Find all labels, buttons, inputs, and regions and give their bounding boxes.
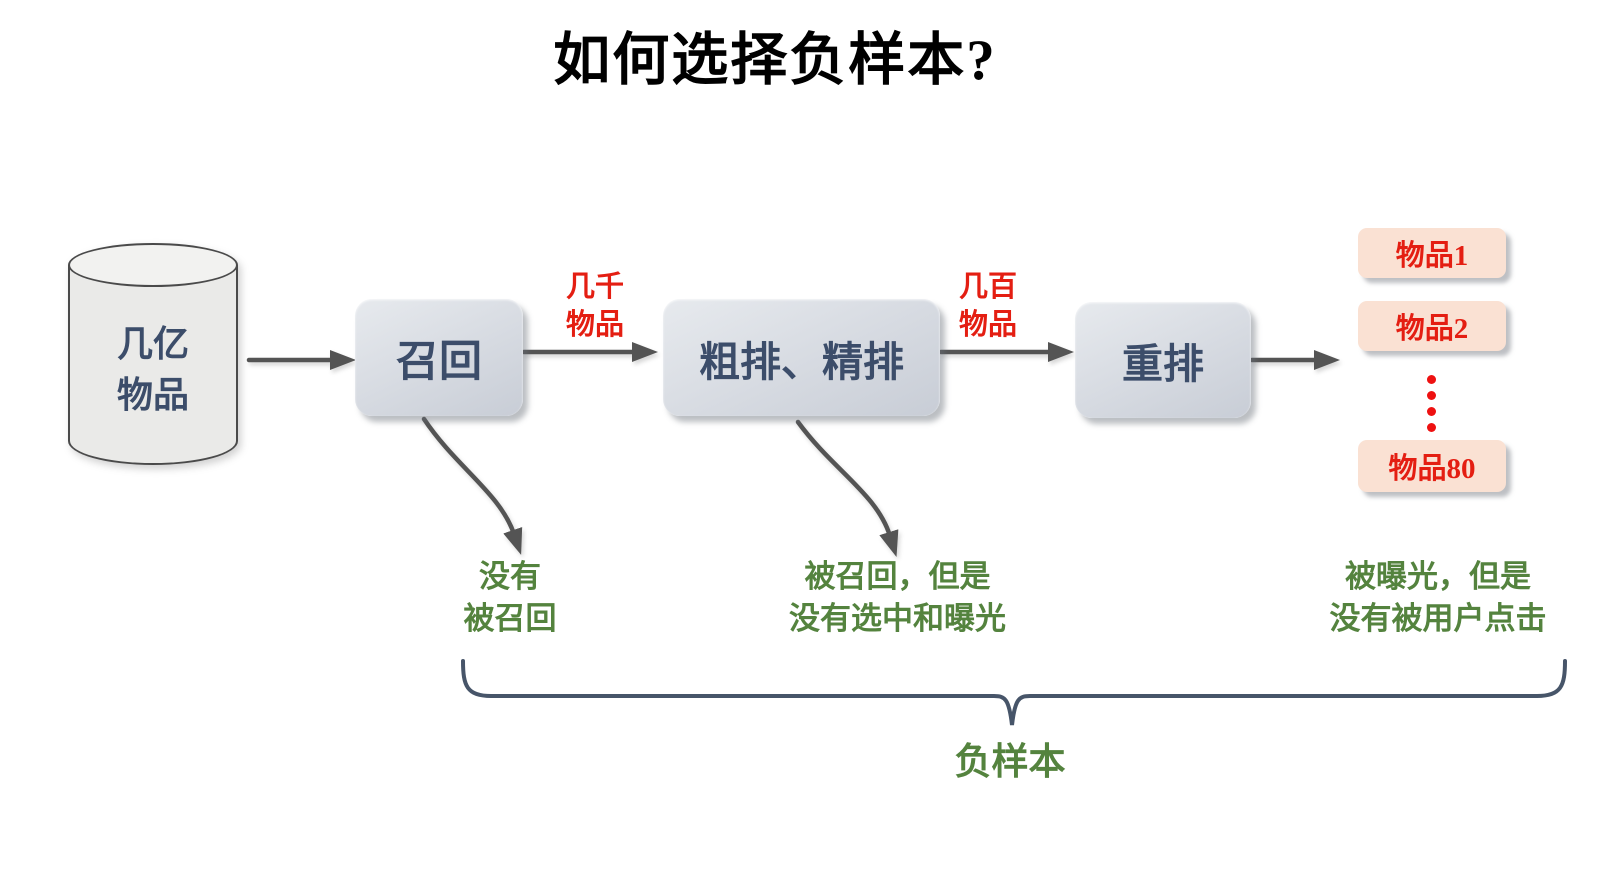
note-recalled-not-shown: 被召回，但是 没有选中和曝光 <box>735 556 1060 640</box>
result-item-80: 物品80 <box>1358 440 1506 492</box>
edge-label-thousands: 几千 物品 <box>539 268 651 344</box>
curved-arrow-not-selected <box>795 419 899 558</box>
edge-label-hundreds: 几百 物品 <box>932 268 1044 344</box>
stage-box-recall: 召回 <box>355 299 523 416</box>
items-database-label-line2: 物品 <box>116 375 189 415</box>
stage-recall-label: 召回 <box>396 338 482 386</box>
edge-label-thousands-line2: 物品 <box>565 309 624 341</box>
stage-box-rerank: 重排 <box>1075 302 1251 418</box>
stage-box-ranking: 粗排、精排 <box>663 299 940 416</box>
brace-label: 负样本 <box>954 742 1066 783</box>
edge-label-hundreds-line2: 物品 <box>958 309 1017 341</box>
result-item-1: 物品1 <box>1358 228 1506 278</box>
stage-rerank-label: 重排 <box>1122 341 1204 387</box>
result-item-1-label: 物品1 <box>1395 240 1469 272</box>
note-recalled-not-shown-line2: 没有选中和曝光 <box>789 601 1006 636</box>
ellipsis-dot <box>1426 423 1436 432</box>
stage-ranking-label: 粗排、精排 <box>699 338 904 385</box>
note-not-recalled: 没有 被召回 <box>430 556 590 640</box>
edge-label-hundreds-line1: 几百 <box>958 271 1017 303</box>
page-title: 如何选择负样本? <box>553 29 997 92</box>
note-not-recalled-line2: 被召回 <box>463 601 557 636</box>
vertical-ellipsis <box>1425 375 1437 432</box>
note-shown-not-clicked-line1: 被曝光，但是 <box>1345 559 1531 594</box>
items-database-label-line1: 几亿 <box>116 324 189 364</box>
negative-samples-brace <box>461 659 1567 726</box>
note-shown-not-clicked-line2: 没有被用户点击 <box>1329 601 1547 636</box>
ellipsis-dot <box>1426 375 1436 384</box>
ellipsis-dot <box>1426 391 1436 400</box>
note-not-recalled-line1: 没有 <box>479 559 541 594</box>
note-shown-not-clicked: 被曝光，但是 没有被用户点击 <box>1277 556 1597 640</box>
ellipsis-dot <box>1426 407 1436 416</box>
cylinder-body <box>68 265 238 465</box>
items-database-label: 几亿 物品 <box>68 319 238 421</box>
cylinder-top-ellipse <box>68 243 238 287</box>
curved-arrow-not-recalled <box>421 416 523 555</box>
edge-label-thousands-line1: 几千 <box>565 271 624 303</box>
result-item-2-label: 物品2 <box>1395 313 1469 345</box>
result-item-2: 物品2 <box>1358 301 1506 351</box>
result-item-80-label: 物品80 <box>1388 453 1476 485</box>
note-recalled-not-shown-line1: 被召回，但是 <box>804 559 991 594</box>
items-database-cylinder: 几亿 物品 <box>68 243 238 465</box>
